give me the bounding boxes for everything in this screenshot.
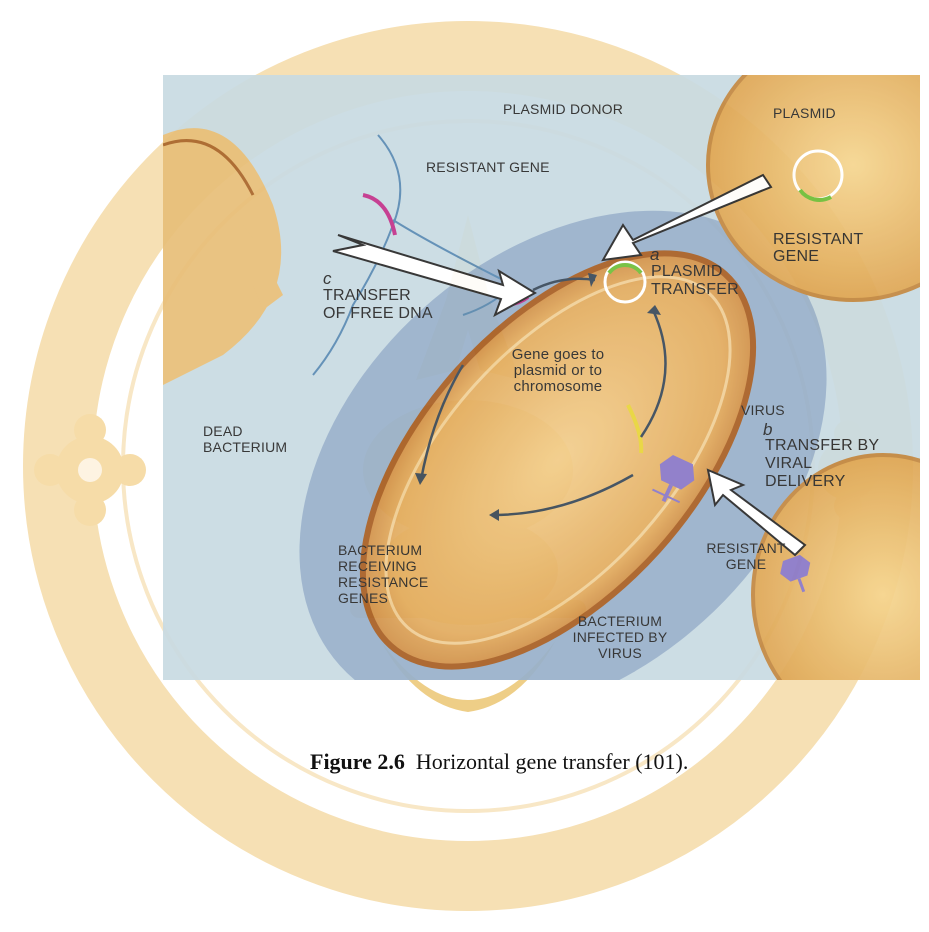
label-plasmid-transfer: PLASMID TRANSFER xyxy=(651,263,771,299)
caption-text: Horizontal gene transfer (101). xyxy=(416,749,688,774)
label-dead-bacterium: DEAD BACTERIUM xyxy=(203,423,323,455)
label-gene-goes: Gene goes to plasmid or to chromosome xyxy=(498,347,618,395)
label-virus: VIRUS xyxy=(741,402,785,418)
label-resistant-gene-right: RESISTANT GENE xyxy=(773,231,893,265)
figure-caption: Figure 2.6 Horizontal gene transfer (101… xyxy=(310,749,688,775)
label-transfer-free-dna: TRANSFER OF FREE DNA xyxy=(323,287,433,323)
label-resistant-gene-top: RESISTANT GENE xyxy=(426,159,556,175)
label-plasmid: PLASMID xyxy=(773,105,836,121)
label-bacterium-infected: BACTERIUM INFECTED BY VIRUS xyxy=(565,613,675,661)
label-step-a: a xyxy=(650,245,659,265)
label-transfer-viral: TRANSFER BY VIRAL DELIVERY xyxy=(765,437,895,491)
label-step-c: c xyxy=(323,269,332,289)
caption-figure-number: Figure 2.6 xyxy=(310,749,405,774)
label-bacterium-receiving: BACTERIUM RECEIVING RESISTANCE GENES xyxy=(338,542,458,606)
horizontal-gene-transfer-illustration: PLASMID DONOR PLASMID RESISTANT GENE RES… xyxy=(163,75,920,680)
dead-bacterium-shape xyxy=(163,128,283,385)
label-resistant-gene-bottom: RESISTANT GENE xyxy=(691,540,801,572)
label-plasmid-donor: PLASMID DONOR xyxy=(503,101,623,117)
